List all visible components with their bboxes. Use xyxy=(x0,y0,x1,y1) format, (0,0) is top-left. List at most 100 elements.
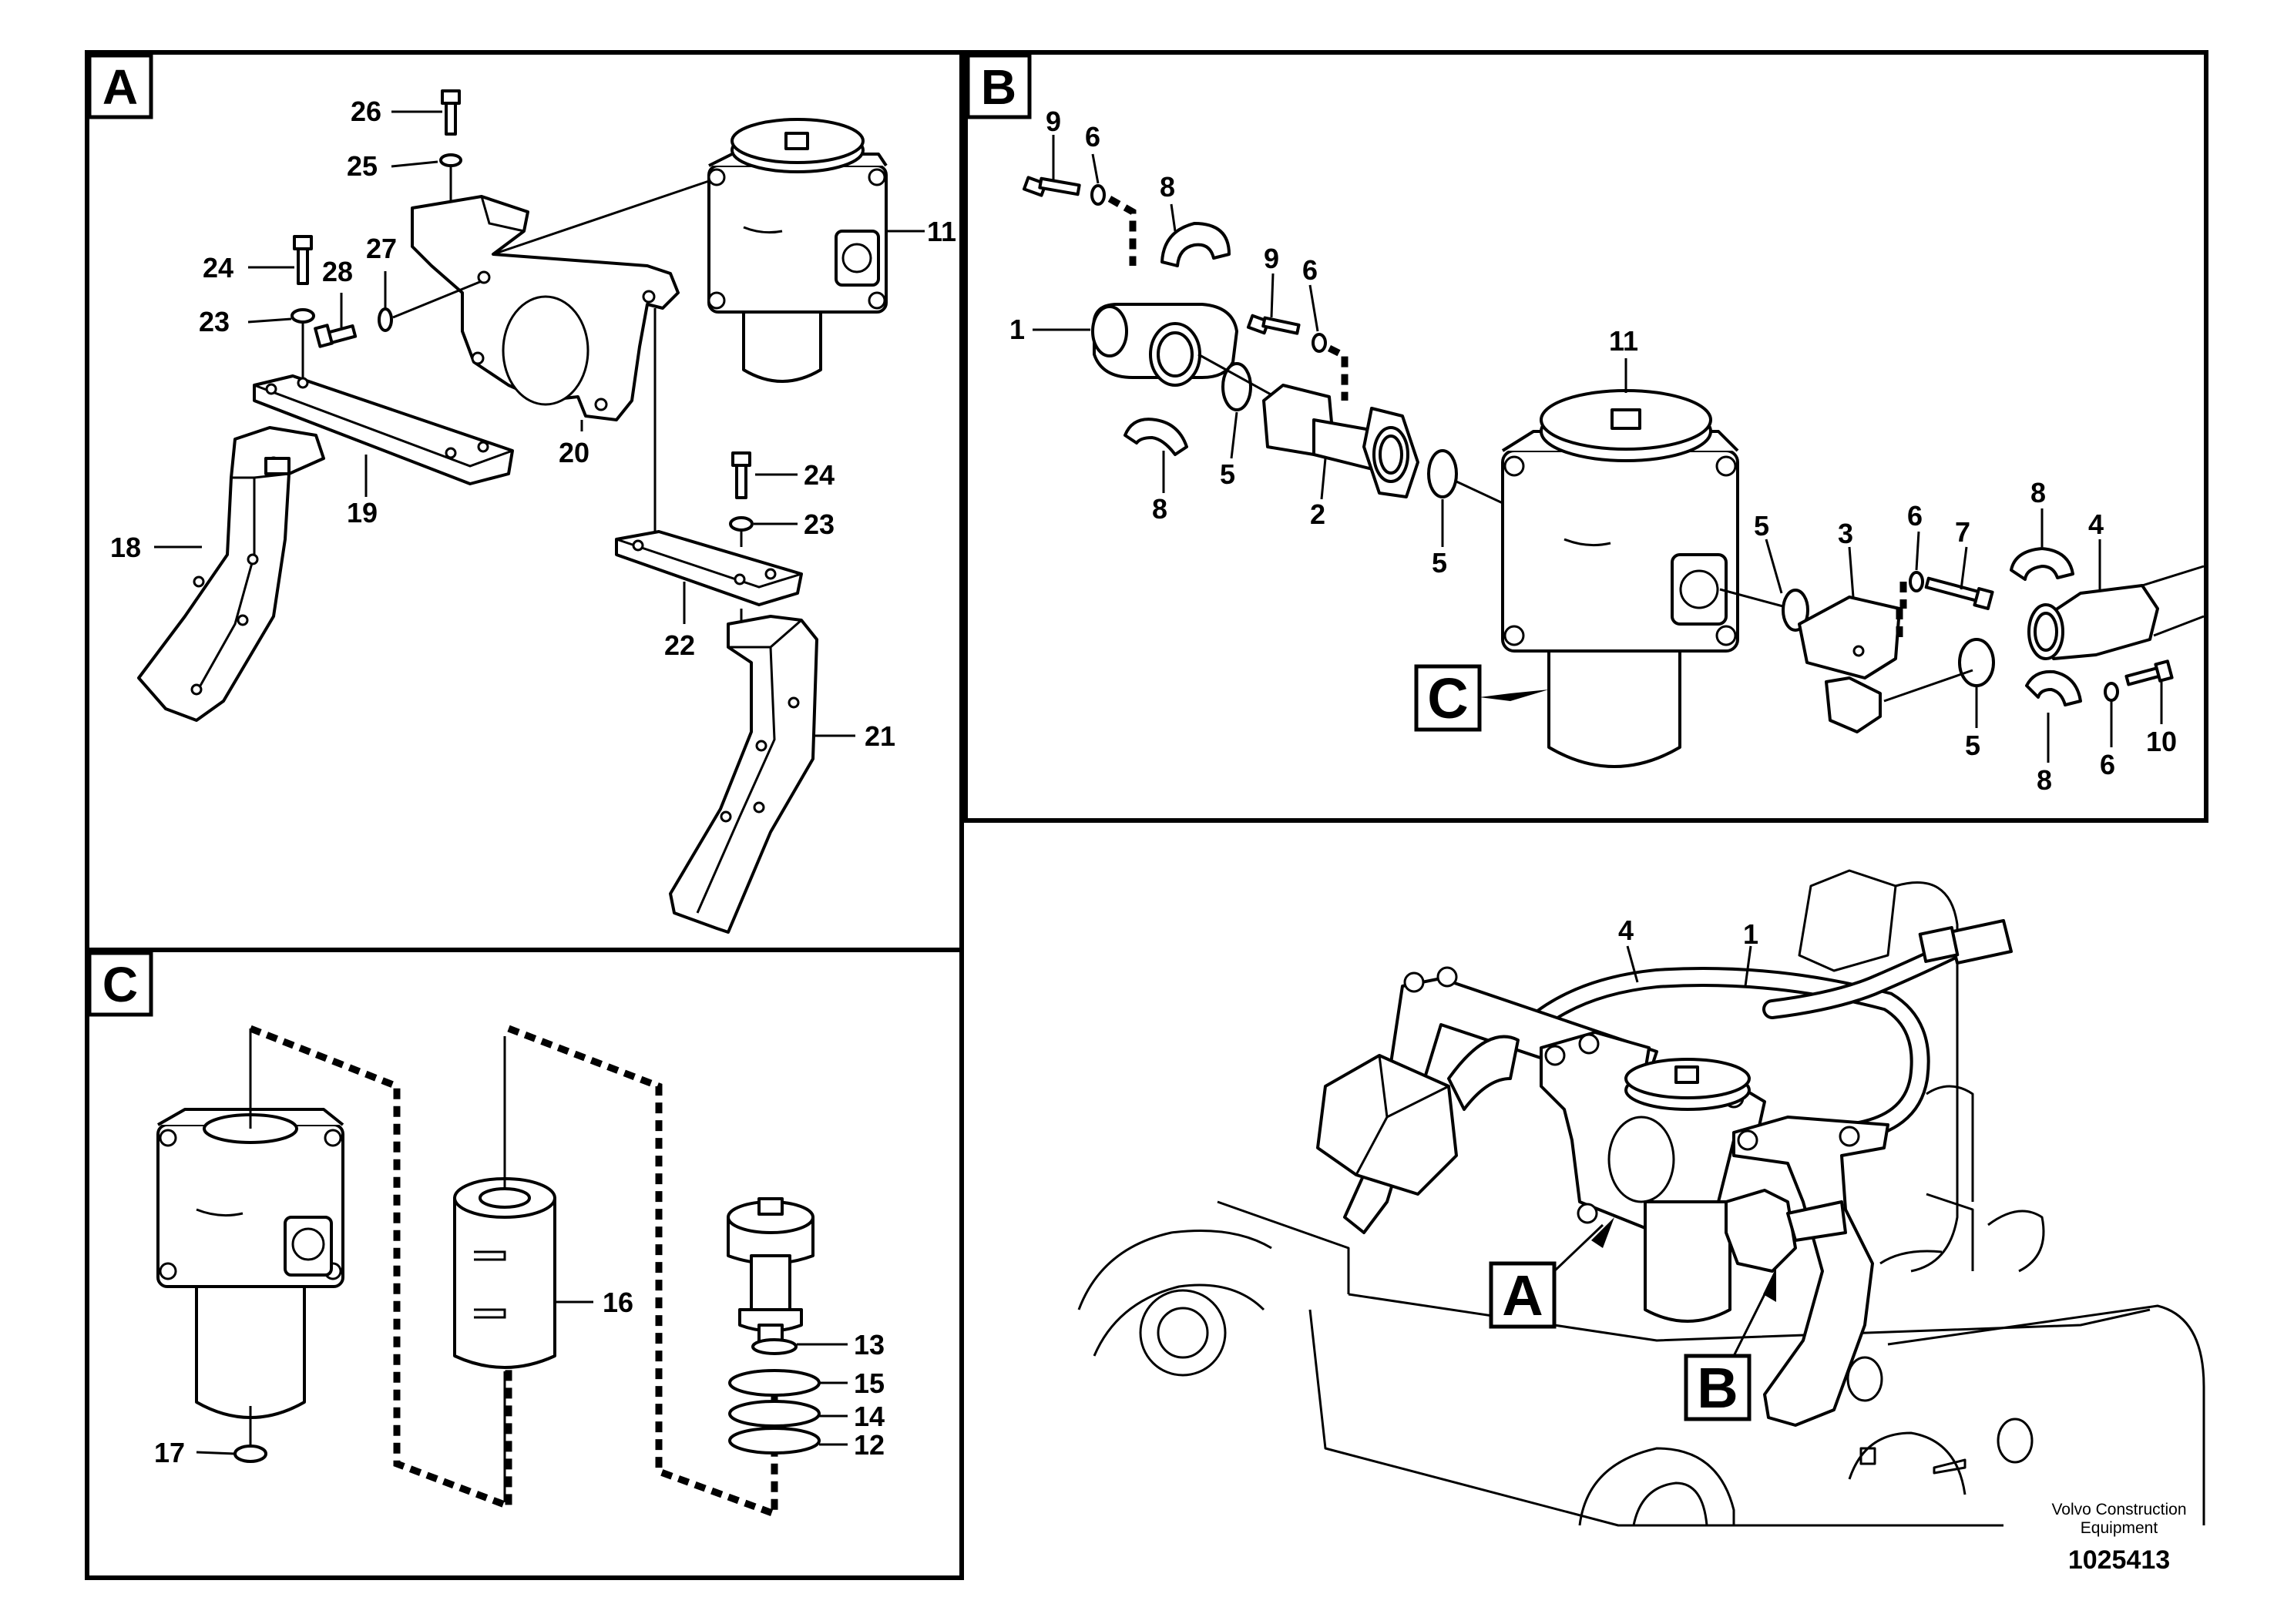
panel-c-leaders xyxy=(196,1300,848,1455)
panel-a-leaders xyxy=(154,110,925,737)
hose-elbow-1 xyxy=(1091,303,1238,387)
svg-text:B: B xyxy=(1697,1356,1738,1420)
panel-a-callouts: 26 25 24 28 27 23 11 20 19 18 24 23 22 2… xyxy=(110,96,956,752)
support-21 xyxy=(669,615,818,934)
panel-c-frame xyxy=(85,948,964,1580)
panel-b-leaders xyxy=(1033,135,2163,763)
callout-overview-1: 1 xyxy=(1743,918,1758,950)
overview-valve-block xyxy=(1725,1189,1797,1273)
washer-25 xyxy=(439,153,462,167)
callout-b-3: 3 xyxy=(1838,518,1853,549)
callout-b-4: 4 xyxy=(2088,508,2104,540)
callout-c-16: 16 xyxy=(603,1287,633,1318)
adapter-2 xyxy=(1262,384,1419,498)
callout-b-6c: 6 xyxy=(1907,500,1923,532)
washer-6-top xyxy=(1090,184,1106,206)
bolt-24-right xyxy=(731,451,751,499)
callout-b-8a: 8 xyxy=(1160,171,1175,203)
bolt-9-top xyxy=(1022,176,1081,197)
panel-b-callouts: 9 6 8 9 6 1 11 5 8 2 5 5 3 6 7 8 4 5 8 6… xyxy=(1009,106,2177,796)
callout-c-13: 13 xyxy=(854,1329,885,1361)
callout-b-1: 1 xyxy=(1009,314,1025,345)
callout-b-9a: 9 xyxy=(1046,106,1061,137)
clamp-half-8-bottom xyxy=(1123,418,1188,456)
callout-c-12: 12 xyxy=(854,1429,885,1461)
bolt-26 xyxy=(441,89,461,136)
support-18 xyxy=(137,426,325,722)
filter-element-16 xyxy=(453,1177,556,1369)
callout-b-10: 10 xyxy=(2146,726,2177,757)
callout-b-6a: 6 xyxy=(1085,121,1100,153)
callout-a-11: 11 xyxy=(927,216,956,247)
callout-b-5b: 5 xyxy=(1432,547,1447,579)
o-ring-5-far-right xyxy=(1958,638,1995,687)
drawing-number: 1025413 xyxy=(2068,1545,2170,1575)
svg-text:C: C xyxy=(102,957,138,1012)
o-ring-15 xyxy=(728,1369,821,1397)
callout-a-26: 26 xyxy=(351,96,381,127)
callout-a-24b: 24 xyxy=(804,459,835,491)
clamp-half-8-right-top xyxy=(2010,547,2074,581)
company-name-line2: Equipment xyxy=(2081,1519,2158,1537)
callout-a-23: 23 xyxy=(199,306,230,337)
callout-b-6b: 6 xyxy=(1302,254,1318,286)
svg-text:B: B xyxy=(981,59,1016,115)
block-3 xyxy=(1798,596,1901,733)
washer-6-right xyxy=(1909,571,1924,592)
callout-a-24: 24 xyxy=(203,252,233,284)
svg-text:A: A xyxy=(1502,1263,1543,1327)
panel-a-drawing: 26 25 24 28 27 23 11 20 19 18 24 23 22 2… xyxy=(110,89,956,934)
panel-a-label: A xyxy=(87,53,153,119)
bolt-9-mid xyxy=(1246,314,1301,335)
callout-b-8b: 8 xyxy=(1152,493,1167,525)
callout-b-6d: 6 xyxy=(2100,749,2115,780)
o-ring-5-center xyxy=(1427,449,1458,498)
overview-filter-housing xyxy=(1624,1058,1751,1323)
bolt-10 xyxy=(2124,659,2174,686)
callout-a-27: 27 xyxy=(366,233,397,264)
callout-c-17: 17 xyxy=(154,1437,185,1468)
overview-leaders xyxy=(1626,945,1752,987)
svg-text:A: A xyxy=(102,59,138,115)
machine-overview: A B 4 1 xyxy=(1077,869,2205,1527)
bolt-7 xyxy=(1924,576,1994,610)
callout-a-23b: 23 xyxy=(804,508,835,540)
callout-b-11: 11 xyxy=(1609,325,1638,357)
o-ring-13 xyxy=(751,1338,798,1355)
overview-block xyxy=(1316,1054,1458,1196)
clamp-half-8-right-bottom xyxy=(2025,669,2082,706)
callout-b-2: 2 xyxy=(1310,498,1325,530)
filter-housing-11-a xyxy=(707,118,888,383)
plate-22 xyxy=(615,530,803,606)
callout-c-15: 15 xyxy=(854,1367,885,1399)
callout-b-8c: 8 xyxy=(2030,477,2046,508)
panel-b-drawing: C 9 xyxy=(1009,106,2205,796)
panel-b-label: B xyxy=(966,53,1032,119)
o-ring-14 xyxy=(728,1400,821,1428)
callout-a-19: 19 xyxy=(347,497,378,528)
overview-bracket-right xyxy=(1732,1116,1889,1427)
washer-6-bottom xyxy=(2104,682,2119,702)
filter-housing-c xyxy=(156,1108,344,1419)
washer-6-mid xyxy=(1312,333,1327,353)
panel-b-frame xyxy=(963,50,2208,823)
panel-c-label: C xyxy=(87,951,153,1017)
overview-bracket-opening xyxy=(1607,1116,1675,1203)
panel-c-drawing: 16 17 13 15 14 12 xyxy=(154,1025,885,1519)
bolt-24-left xyxy=(293,235,313,285)
callout-b-7: 7 xyxy=(1955,516,1970,548)
callout-b-5a: 5 xyxy=(1220,458,1235,490)
filter-housing-11-b xyxy=(1501,389,1739,768)
overview-hose-fitting xyxy=(1948,919,2013,965)
callout-overview-4: 4 xyxy=(1618,914,1634,946)
panel-c-callouts: 16 17 13 15 14 12 xyxy=(154,1287,885,1468)
washer-27 xyxy=(378,307,393,332)
view-label-c: C xyxy=(1414,664,1549,732)
clamp-half-8-top xyxy=(1160,222,1231,267)
callout-a-28: 28 xyxy=(322,256,353,287)
callout-b-9b: 9 xyxy=(1264,243,1279,274)
footer: Volvo Construction Equipment 1025413 xyxy=(2051,1501,2186,1575)
callout-b-8d: 8 xyxy=(2037,764,2052,796)
callout-b-5c: 5 xyxy=(1754,510,1769,542)
